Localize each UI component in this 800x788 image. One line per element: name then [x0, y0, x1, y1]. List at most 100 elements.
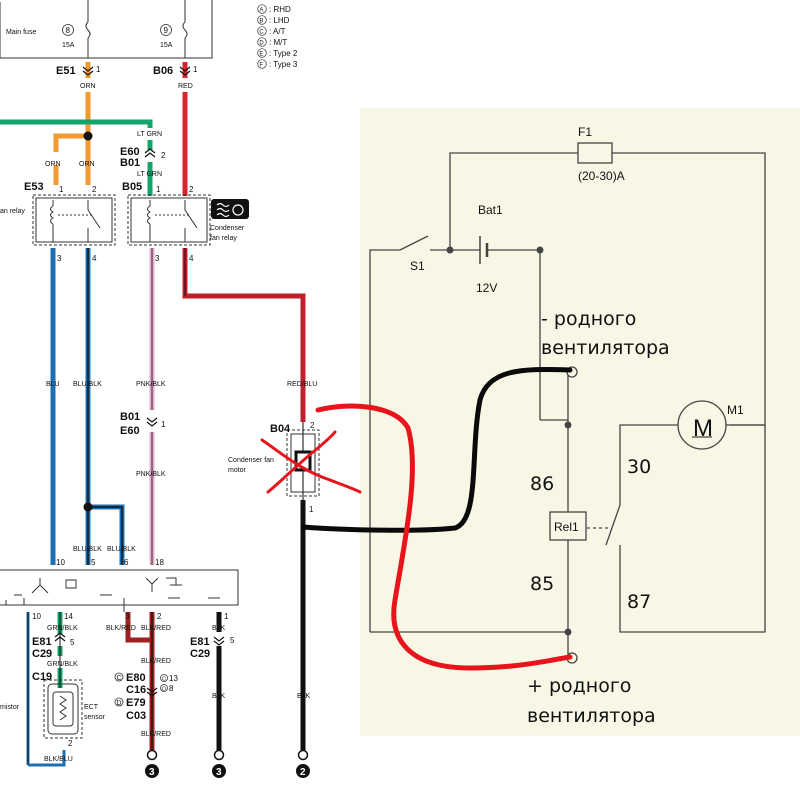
grn-blk-label-1: GRN/BLK [47, 625, 78, 632]
legend-text: : M/T [269, 38, 287, 47]
blu-blk-label: BLU/BLK [73, 381, 102, 388]
motor-label: M1 [727, 403, 744, 417]
ect-label-1: ECT [84, 704, 99, 711]
legend-text: : Type 2 [269, 49, 298, 58]
orn-label-top: ORN [80, 83, 96, 90]
legend-text: : A/T [269, 27, 286, 36]
b04-pin2: 2 [310, 421, 315, 430]
blk-red-label-1: BLK/RED [106, 625, 136, 632]
wires [0, 62, 306, 767]
fuse-9-num: 9 [164, 26, 169, 35]
blk-blu-label: BLK/BLU [44, 756, 73, 763]
c-mark-2: C [162, 677, 166, 683]
n8-label: 8 [169, 684, 174, 693]
legend-letter: E [259, 52, 263, 58]
ecm-pin-10: 10 [56, 558, 65, 567]
legend-circle [257, 48, 267, 58]
ect-sensor [43, 679, 83, 739]
main-fuse-box [0, 0, 213, 59]
n13-label: 13 [169, 674, 178, 683]
ecm-bot-14: 14 [64, 612, 73, 621]
e81b-pin5: 5 [230, 636, 235, 645]
e53-code: E53 [24, 181, 44, 193]
c-mark-1: C [117, 675, 122, 682]
relay-e53 [32, 194, 116, 246]
relay-label: Rel1 [554, 520, 579, 534]
ecm-bot-3: 3 [125, 612, 130, 621]
c19-code: C19 [32, 671, 52, 683]
b05-code: B05 [122, 181, 142, 193]
b01b-code: B01 [120, 411, 140, 423]
mistor-label: mistor [0, 704, 20, 711]
legend-circle [257, 4, 267, 14]
motor-symbol: M [693, 415, 713, 442]
legend-circle [257, 26, 267, 36]
ecm-box [0, 569, 239, 612]
b06-code: B06 [153, 65, 173, 77]
legend-text: : Type 3 [269, 60, 298, 69]
pnk-blk-label-2: PNK/BLK [136, 471, 166, 478]
orn-label-r: ORN [79, 161, 95, 168]
ground-badge-1: 3 [149, 767, 155, 778]
plus-fan-label-1: + родного [527, 675, 631, 697]
condenser-fan-relay-1: Condenser [210, 225, 245, 232]
blk-red-label-3: BLK/RED [141, 658, 171, 665]
battery-voltage: 12V [476, 281, 497, 295]
blu-label: BLU [46, 381, 60, 388]
lt-grn-label-2: LT GRN [137, 171, 162, 178]
e81-code: E81 [32, 636, 52, 648]
b04-pin1: 1 [309, 505, 314, 514]
d-mark-2: D [162, 687, 166, 693]
pnk-blk-label: PNK/BLK [136, 381, 166, 388]
ecm-bot-10: 10 [32, 612, 41, 621]
b05-pin2: 2 [189, 185, 194, 194]
blu-blk-label-3: BLU/BLK [107, 546, 136, 553]
e81-pin5: 5 [70, 638, 75, 647]
c03-code: C03 [126, 710, 146, 722]
fuse-f1 [577, 142, 613, 164]
red-label-top: RED [178, 83, 193, 90]
plus-fan-label-2: вентилятора [527, 705, 656, 727]
ect-label-2: sensor [84, 714, 106, 721]
relay-rel1 [549, 511, 587, 541]
schematic [369, 142, 766, 664]
condenser-fan-motor-1: Condenser fan [228, 457, 274, 464]
schematic-panel [360, 108, 800, 736]
e53-pin2: 2 [92, 185, 97, 194]
black-marker-wire [300, 366, 573, 533]
b05-pin1: 1 [156, 185, 161, 194]
e79-code: E79 [126, 697, 146, 709]
pin1b: 1 [161, 420, 166, 429]
blk-label-2: BLK [212, 693, 226, 700]
legend-letter: C [259, 30, 264, 36]
legend-circle [257, 15, 267, 25]
e80-code: E80 [126, 672, 146, 684]
lt-grn-label-1: LT GRN [137, 131, 162, 138]
e60b-code: E60 [120, 425, 140, 437]
c29-code: C29 [32, 648, 52, 660]
e60-code: E60 [120, 146, 140, 158]
b06-pin: 1 [193, 65, 198, 74]
grn-blk-label-2: GRN/BLK [47, 661, 78, 668]
ground-badge-2: 3 [216, 767, 222, 778]
b01-code: B01 [120, 157, 140, 169]
fuse-f1-rating: (20-30)A [578, 169, 625, 183]
orn-label-l: ORN [45, 161, 61, 168]
red-cross-mark [260, 430, 362, 494]
ground-badges [145, 764, 310, 778]
pin-85: 85 [530, 573, 554, 595]
b05-pin3: 3 [155, 254, 160, 263]
fuse-9-amp: 15A [160, 42, 173, 49]
legend-circle [257, 59, 267, 69]
blk-label-1: BLK [212, 625, 226, 632]
pin-86: 86 [530, 473, 554, 495]
ect-pin-2: 2 [68, 739, 73, 748]
ecm-bot-1: 1 [224, 612, 229, 621]
condenser-fan-relay-2: fan relay [210, 235, 237, 242]
ground-symbols [146, 749, 309, 761]
red-blu-label: RED/BLU [287, 381, 317, 388]
fuse-8-num: 8 [66, 26, 71, 35]
fuse-f1-label: F1 [578, 125, 592, 139]
